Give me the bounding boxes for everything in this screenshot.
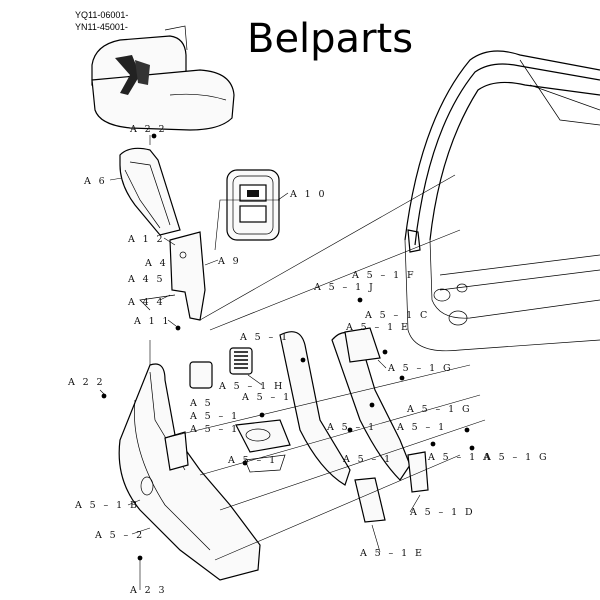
bracket-part <box>169 231 206 321</box>
callout-a5-1b: A 5 – 1 B <box>74 500 139 511</box>
vent-part <box>235 419 291 453</box>
callout-a44: A 4 4 <box>127 297 165 308</box>
callout-a23: A 2 3 <box>129 585 167 596</box>
callout-a5-1e-top: A 5 – 1 E <box>345 322 410 333</box>
callout-a5-1j: A 5 – 1 J <box>313 282 375 293</box>
callout-a5-1d: A 5 – 1 D <box>409 507 475 518</box>
callout-a45: A 4 5 <box>127 274 165 285</box>
callout-a22-left: A 2 2 <box>67 377 105 388</box>
callout-a5-1h: A 5 – 1 H <box>218 381 285 392</box>
callout-a5-1c-top: A 5 – 1 C <box>364 310 430 321</box>
door-frame-icon <box>404 50 600 352</box>
middle-trim-strip <box>279 331 351 486</box>
callout-a9: A 9 <box>217 256 241 267</box>
lower-trim-panel <box>118 363 261 581</box>
switch-panel-icon <box>226 169 280 241</box>
seat-icon <box>91 25 235 131</box>
callout-a5-1g-far: A 5 – 1 G <box>483 452 549 463</box>
model-line-1: YQ11-06001- <box>75 10 128 20</box>
small-switch <box>189 361 213 389</box>
callout-a10: A 1 0 <box>289 189 327 200</box>
callout-a5-1f: A 5 – 1 F <box>351 270 416 281</box>
callout-a5-1a: A 5 – 1 A <box>427 452 492 463</box>
callout-a5-2: A 5 – 2 <box>94 530 145 541</box>
bolt-markers <box>101 133 475 561</box>
callout-a5-1-mid: A 5 – 1 <box>241 392 292 403</box>
callout-a11: A 1 1 <box>133 316 171 327</box>
callout-labels: A 2 2 A 6 A 1 0 A 1 2 A 4 A 4 5 A 9 A 4 … <box>67 124 549 596</box>
callout-a22-top: A 2 2 <box>129 124 167 135</box>
callout-a5-1-vent: A 5 – 1 <box>227 455 278 466</box>
callout-a5-1g-right: A 5 – 1 G <box>387 363 453 374</box>
callout-a5-1-b: A 5 – 1 <box>189 424 240 435</box>
callout-a4: A 4 <box>144 258 168 269</box>
callout-a5-1-lower: A 5 – 1 <box>342 454 393 465</box>
callout-a5-1e: A 5 – 1 E <box>359 548 424 559</box>
callout-a5-1-center: A 5 – 1 <box>326 422 377 433</box>
callout-a5-1-a: A 5 – 1 <box>189 411 240 422</box>
callout-a12: A 1 2 <box>127 234 165 245</box>
callout-a5: A 5 <box>189 398 213 409</box>
brand-title: Belparts <box>247 16 413 62</box>
callout-a5-1: A 5 – 1 <box>239 332 290 343</box>
label-leaders <box>99 135 421 590</box>
callout-a6: A 6 <box>83 176 107 187</box>
trim-panel-icon <box>119 147 181 236</box>
callout-a5-1g-mid: A 5 – 1 G <box>406 404 472 415</box>
model-line-2: YN11-45001- <box>75 22 128 32</box>
callout-a5-1-right: A 5 – 1 <box>396 422 447 433</box>
